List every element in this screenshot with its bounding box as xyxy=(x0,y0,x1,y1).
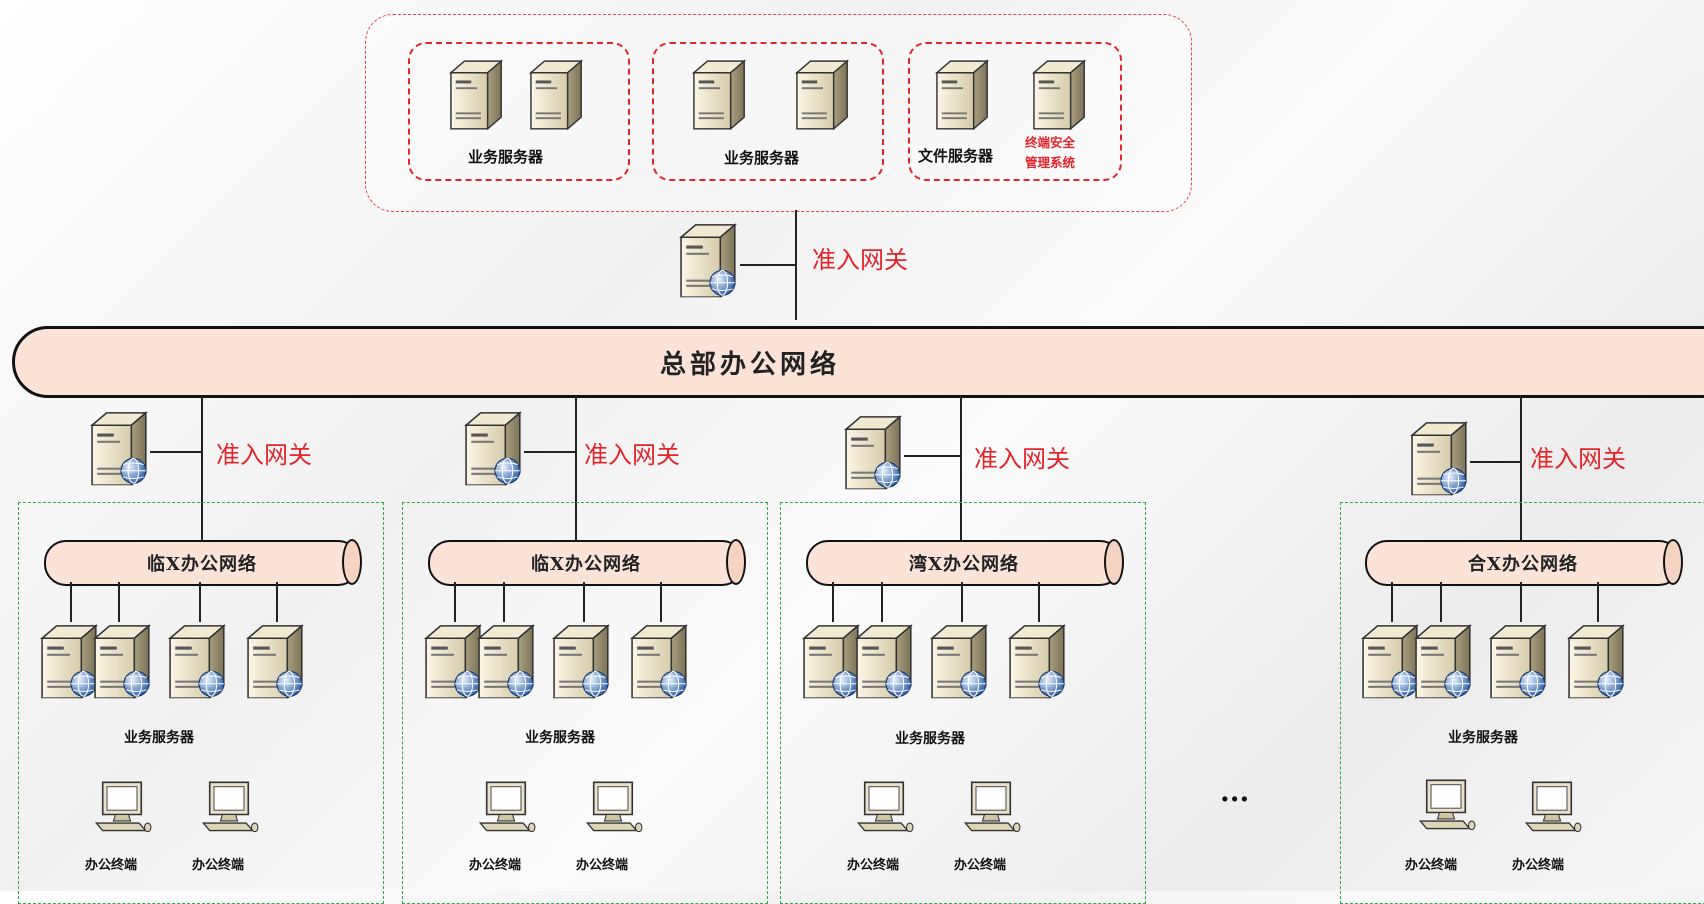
terminal-label: 办公终端 xyxy=(85,858,138,873)
branch-network-bus-3: 湾X办公网络 xyxy=(806,539,1124,586)
connector-line xyxy=(276,582,278,622)
connector-line xyxy=(660,582,662,622)
terminal-label: 办公终端 xyxy=(192,858,245,873)
security-system-label-line1: 终端安全 xyxy=(1025,135,1076,150)
branch-network-label: 临X办公网络 xyxy=(147,554,257,575)
gateway-label: 准入网关 xyxy=(584,441,680,469)
connector-line xyxy=(583,582,585,622)
connector-line xyxy=(201,396,203,540)
desktop-terminal-icon xyxy=(854,780,914,834)
gateway-label: 准入网关 xyxy=(812,246,908,274)
server-label: 业务服务器 xyxy=(525,730,595,746)
server-icon xyxy=(449,58,507,130)
branch-network-label: 临X办公网络 xyxy=(531,554,641,575)
security-server-icon xyxy=(1032,58,1090,130)
server-icon xyxy=(692,58,750,130)
connector-line xyxy=(1520,396,1522,540)
gateway-server-icon xyxy=(679,222,741,298)
connector-line xyxy=(881,582,883,622)
connector-line xyxy=(575,396,577,540)
gateway-server-icon xyxy=(844,414,906,490)
terminal-label: 办公终端 xyxy=(1405,858,1458,873)
gateway-server-icon xyxy=(477,622,539,700)
gateway-server-icon xyxy=(855,622,917,700)
file-server-label: 文件服务器 xyxy=(918,147,994,165)
desktop-terminal-icon xyxy=(1416,778,1476,832)
gateway-label: 准入网关 xyxy=(974,445,1070,473)
desktop-terminal-icon xyxy=(92,780,152,834)
terminal-label: 办公终端 xyxy=(954,858,1007,873)
connector-line xyxy=(740,264,796,266)
gateway-server-icon xyxy=(464,410,526,486)
server-label: 业务服务器 xyxy=(895,731,965,747)
connector-line xyxy=(960,396,962,540)
branch-network-bus-1: 临X办公网络 xyxy=(44,539,362,586)
gateway-server-icon xyxy=(930,622,992,700)
security-system-label-line2: 管理系统 xyxy=(1025,155,1076,170)
server-icon xyxy=(529,58,587,130)
branch-network-label: 合X办公网络 xyxy=(1468,554,1578,575)
connector-line xyxy=(150,451,202,453)
terminal-label: 办公终端 xyxy=(1512,858,1565,873)
more-branches-ellipsis: ... xyxy=(1220,775,1250,808)
server-label: 业务服务器 xyxy=(1448,730,1518,746)
connector-line xyxy=(199,582,201,622)
gateway-server-icon xyxy=(552,622,614,700)
connector-line xyxy=(904,455,961,457)
gateway-label: 准入网关 xyxy=(216,441,312,469)
gateway-server-icon xyxy=(1489,622,1551,700)
connector-line xyxy=(1440,582,1442,622)
branch-network-label: 湾X办公网络 xyxy=(909,554,1019,575)
branch-network-bus-2: 临X办公网络 xyxy=(428,539,746,586)
branch-network-bus-4: 合X办公网络 xyxy=(1365,539,1683,586)
server-group-2 xyxy=(652,42,884,181)
server-icon xyxy=(795,58,853,130)
connector-line xyxy=(795,210,797,320)
connector-line xyxy=(70,582,72,622)
connector-line xyxy=(1470,461,1522,463)
gateway-server-icon xyxy=(1567,622,1629,700)
gateway-label: 准入网关 xyxy=(1530,445,1626,473)
connector-line xyxy=(118,582,120,622)
desktop-terminal-icon xyxy=(583,780,643,834)
connector-line xyxy=(454,582,456,622)
server-group-1 xyxy=(408,42,630,181)
gateway-server-icon xyxy=(93,622,155,700)
main-network-bus: 总部办公网络 xyxy=(12,326,1704,398)
connector-line xyxy=(1391,582,1393,622)
gateway-server-icon xyxy=(168,622,230,700)
server-group-2-label: 业务服务器 xyxy=(724,149,800,167)
main-network-label: 总部办公网络 xyxy=(659,349,840,380)
connector-line xyxy=(524,451,576,453)
gateway-server-icon xyxy=(246,622,308,700)
connector-line xyxy=(503,582,505,622)
desktop-terminal-icon xyxy=(1522,780,1582,834)
terminal-label: 办公终端 xyxy=(469,858,522,873)
connector-line xyxy=(1597,582,1599,622)
desktop-terminal-icon xyxy=(961,780,1021,834)
connector-line xyxy=(961,582,963,622)
gateway-server-icon xyxy=(90,410,152,486)
connector-line xyxy=(832,582,834,622)
server-group-3 xyxy=(908,42,1122,181)
desktop-terminal-icon xyxy=(476,780,536,834)
file-server-icon xyxy=(935,58,993,130)
server-label: 业务服务器 xyxy=(124,730,194,746)
gateway-server-icon xyxy=(1410,420,1472,496)
desktop-terminal-icon xyxy=(199,780,259,834)
server-group-1-label: 业务服务器 xyxy=(468,148,544,166)
connector-line xyxy=(1038,582,1040,622)
gateway-server-icon xyxy=(1414,622,1476,700)
gateway-server-icon xyxy=(1008,622,1070,700)
gateway-server-icon xyxy=(630,622,692,700)
connector-line xyxy=(1520,582,1522,622)
terminal-label: 办公终端 xyxy=(847,858,900,873)
terminal-label: 办公终端 xyxy=(576,858,629,873)
